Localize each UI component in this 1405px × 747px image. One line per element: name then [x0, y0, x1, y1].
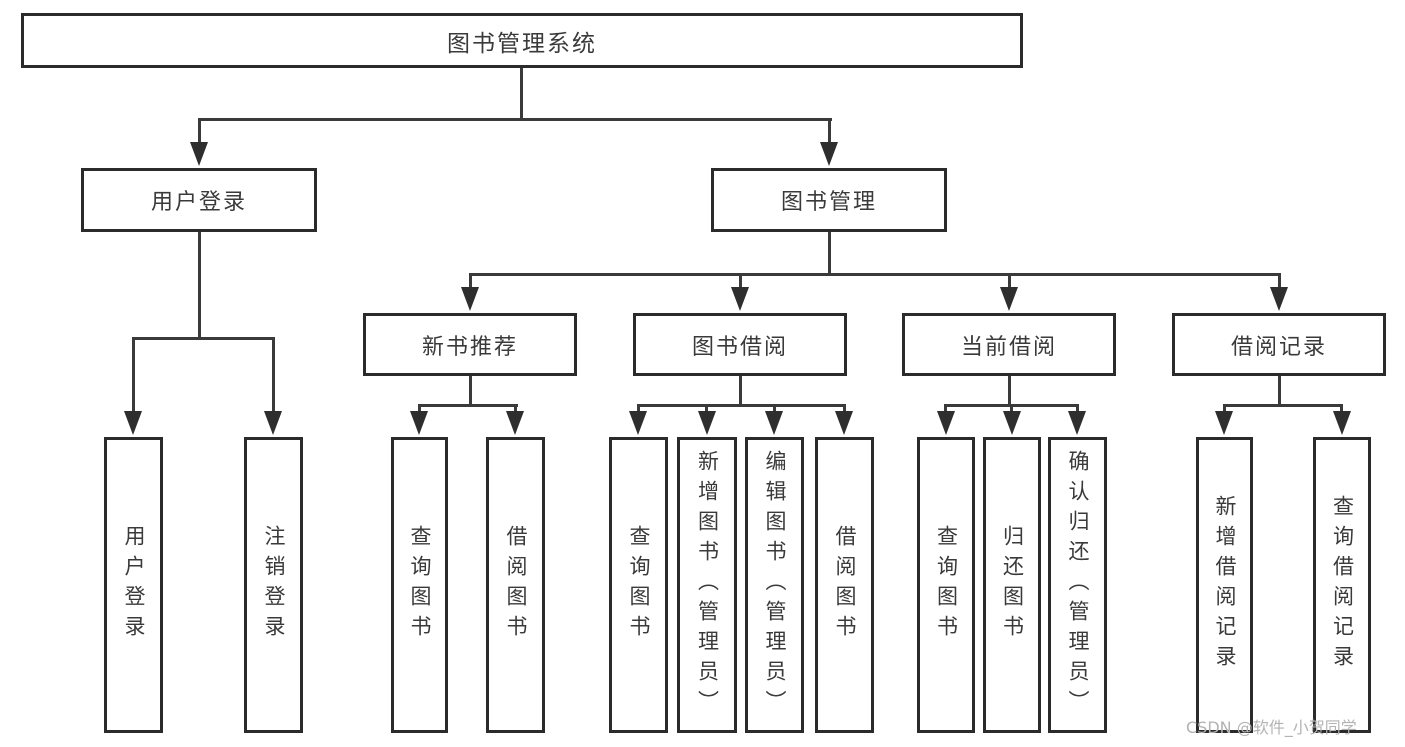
arrow-to-user-login: [190, 142, 208, 166]
connector-leaf-logout-stem: [272, 337, 275, 413]
connector-user-login-down: [198, 232, 201, 340]
leaf-borrow-borrow-books: 借阅图书: [815, 437, 874, 733]
leaf-borrow-edit-books-admin: 编辑图书（管理员）: [745, 437, 804, 733]
connector-group3-rail: [637, 404, 846, 407]
csdn-watermark: CSDN @软件_小贺同学: [1186, 718, 1357, 737]
node-new-book-recommend: 新书推荐: [363, 313, 577, 376]
leaf-borrow-query-books: 查询图书: [609, 437, 668, 733]
connector-recommend-query-stem: [418, 404, 421, 413]
connector-recommend-borrow-stem: [514, 404, 517, 413]
connector-level2-rail: [469, 273, 1281, 276]
connector-borrow-down: [739, 376, 742, 407]
node-book-management: 图书管理: [711, 168, 947, 232]
leaf-recommend-query-books: 查询图书: [391, 437, 448, 733]
leaf-records-add-record: 新增借阅记录: [1196, 437, 1253, 733]
node-root: 图书管理系统: [21, 13, 1023, 68]
connector-group1-rail: [132, 337, 275, 340]
arrow-to-leaf-user-login: [124, 411, 142, 435]
connector-records-query-stem: [1340, 404, 1343, 413]
connector-current-confirm-stem: [1076, 404, 1079, 413]
arrow-to-borrow-query: [629, 411, 647, 435]
connector-level1-rail: [198, 118, 832, 121]
connector-borrow-borrow-stem: [843, 404, 846, 413]
leaf-recommend-borrow-books: 借阅图书: [486, 437, 545, 733]
arrow-to-current-return: [1003, 411, 1021, 435]
node-new-book-recommend-label: 新书推荐: [421, 334, 518, 360]
connector-current-return-stem: [1010, 404, 1013, 413]
connector-book-borrow-stem: [739, 273, 742, 290]
arrow-to-book-borrow: [731, 287, 749, 311]
connector-borrow-edit-stem: [773, 404, 776, 413]
node-root-label: 图书管理系统: [447, 30, 597, 57]
leaf-borrow-add-books-admin-label: 新增图书（管理员）: [695, 450, 720, 720]
connector-records-down: [1278, 376, 1281, 407]
connector-borrow-add-stem: [705, 404, 708, 413]
arrow-to-borrow-edit: [765, 411, 783, 435]
node-user-login-label: 用户登录: [150, 190, 247, 215]
connector-book-management-down: [828, 232, 831, 276]
arrow-to-leaf-logout: [264, 411, 282, 435]
leaf-logout: 注销登录: [244, 437, 303, 733]
arrow-to-new-book-recommend: [461, 287, 479, 311]
leaf-records-query-record: 查询借阅记录: [1313, 437, 1371, 733]
node-book-management-label: 图书管理: [780, 190, 877, 215]
connector-recommend-down: [469, 376, 472, 407]
arrow-to-borrow-records: [1270, 287, 1288, 311]
connector-current-query-stem: [944, 404, 947, 413]
node-borrow-records: 借阅记录: [1172, 313, 1386, 376]
leaf-borrow-query-books-label: 查询图书: [627, 525, 651, 645]
arrow-to-current-query: [937, 411, 955, 435]
node-current-borrow-label: 当前借阅: [960, 334, 1057, 360]
connector-current-borrow-stem: [1008, 273, 1011, 290]
leaf-recommend-borrow-books-label: 借阅图书: [504, 525, 528, 645]
arrow-to-records-query: [1333, 411, 1351, 435]
connector-borrow-records-stem: [1278, 273, 1281, 290]
leaf-recommend-query-books-label: 查询图书: [408, 525, 432, 645]
connector-leaf-user-login-stem: [132, 337, 135, 413]
leaf-current-confirm-return-admin: 确认归还（管理员）: [1048, 437, 1107, 733]
connector-new-book-recommend-stem: [469, 273, 472, 290]
leaf-user-login-label: 用户登录: [122, 525, 146, 645]
arrow-to-current-borrow: [1000, 287, 1018, 311]
node-current-borrow: 当前借阅: [902, 313, 1116, 376]
connector-records-add-stem: [1223, 404, 1226, 413]
leaf-current-return-books-label: 归还图书: [1000, 525, 1025, 645]
node-user-login: 用户登录: [81, 168, 317, 232]
leaf-current-query-books-label: 查询图书: [934, 525, 959, 645]
leaf-borrow-borrow-books-label: 借阅图书: [833, 525, 857, 645]
node-book-borrow-label: 图书借阅: [691, 334, 788, 360]
connector-book-management-stem: [828, 118, 831, 144]
leaf-user-login: 用户登录: [104, 437, 163, 733]
arrow-to-recommend-query: [410, 411, 428, 435]
arrow-to-recommend-borrow: [506, 411, 524, 435]
leaf-logout-label: 注销登录: [262, 525, 286, 645]
arrow-to-records-add: [1215, 411, 1233, 435]
leaf-borrow-edit-books-admin-label: 编辑图书（管理员）: [763, 450, 787, 720]
connector-group5-rail: [1223, 404, 1343, 407]
leaf-current-return-books: 归还图书: [983, 437, 1041, 733]
connector-group2-rail: [418, 404, 518, 407]
connector-root-stem: [520, 68, 523, 121]
connector-user-login-stem: [198, 118, 201, 144]
node-borrow-records-label: 借阅记录: [1230, 334, 1327, 360]
arrow-to-current-confirm: [1068, 411, 1086, 435]
leaf-records-add-record-label: 新增借阅记录: [1213, 495, 1237, 675]
leaf-current-query-books: 查询图书: [917, 437, 975, 733]
arrow-to-book-management: [820, 142, 838, 166]
leaf-records-query-record-label: 查询借阅记录: [1330, 495, 1355, 675]
connector-current-down: [1008, 376, 1011, 407]
connector-borrow-query-stem: [637, 404, 640, 413]
leaf-borrow-add-books-admin: 新增图书（管理员）: [677, 437, 737, 733]
node-book-borrow: 图书借阅: [633, 313, 847, 376]
leaf-current-confirm-return-admin-label: 确认归还（管理员）: [1066, 450, 1090, 720]
arrow-to-borrow-add: [698, 411, 716, 435]
arrow-to-borrow-borrow: [835, 411, 853, 435]
